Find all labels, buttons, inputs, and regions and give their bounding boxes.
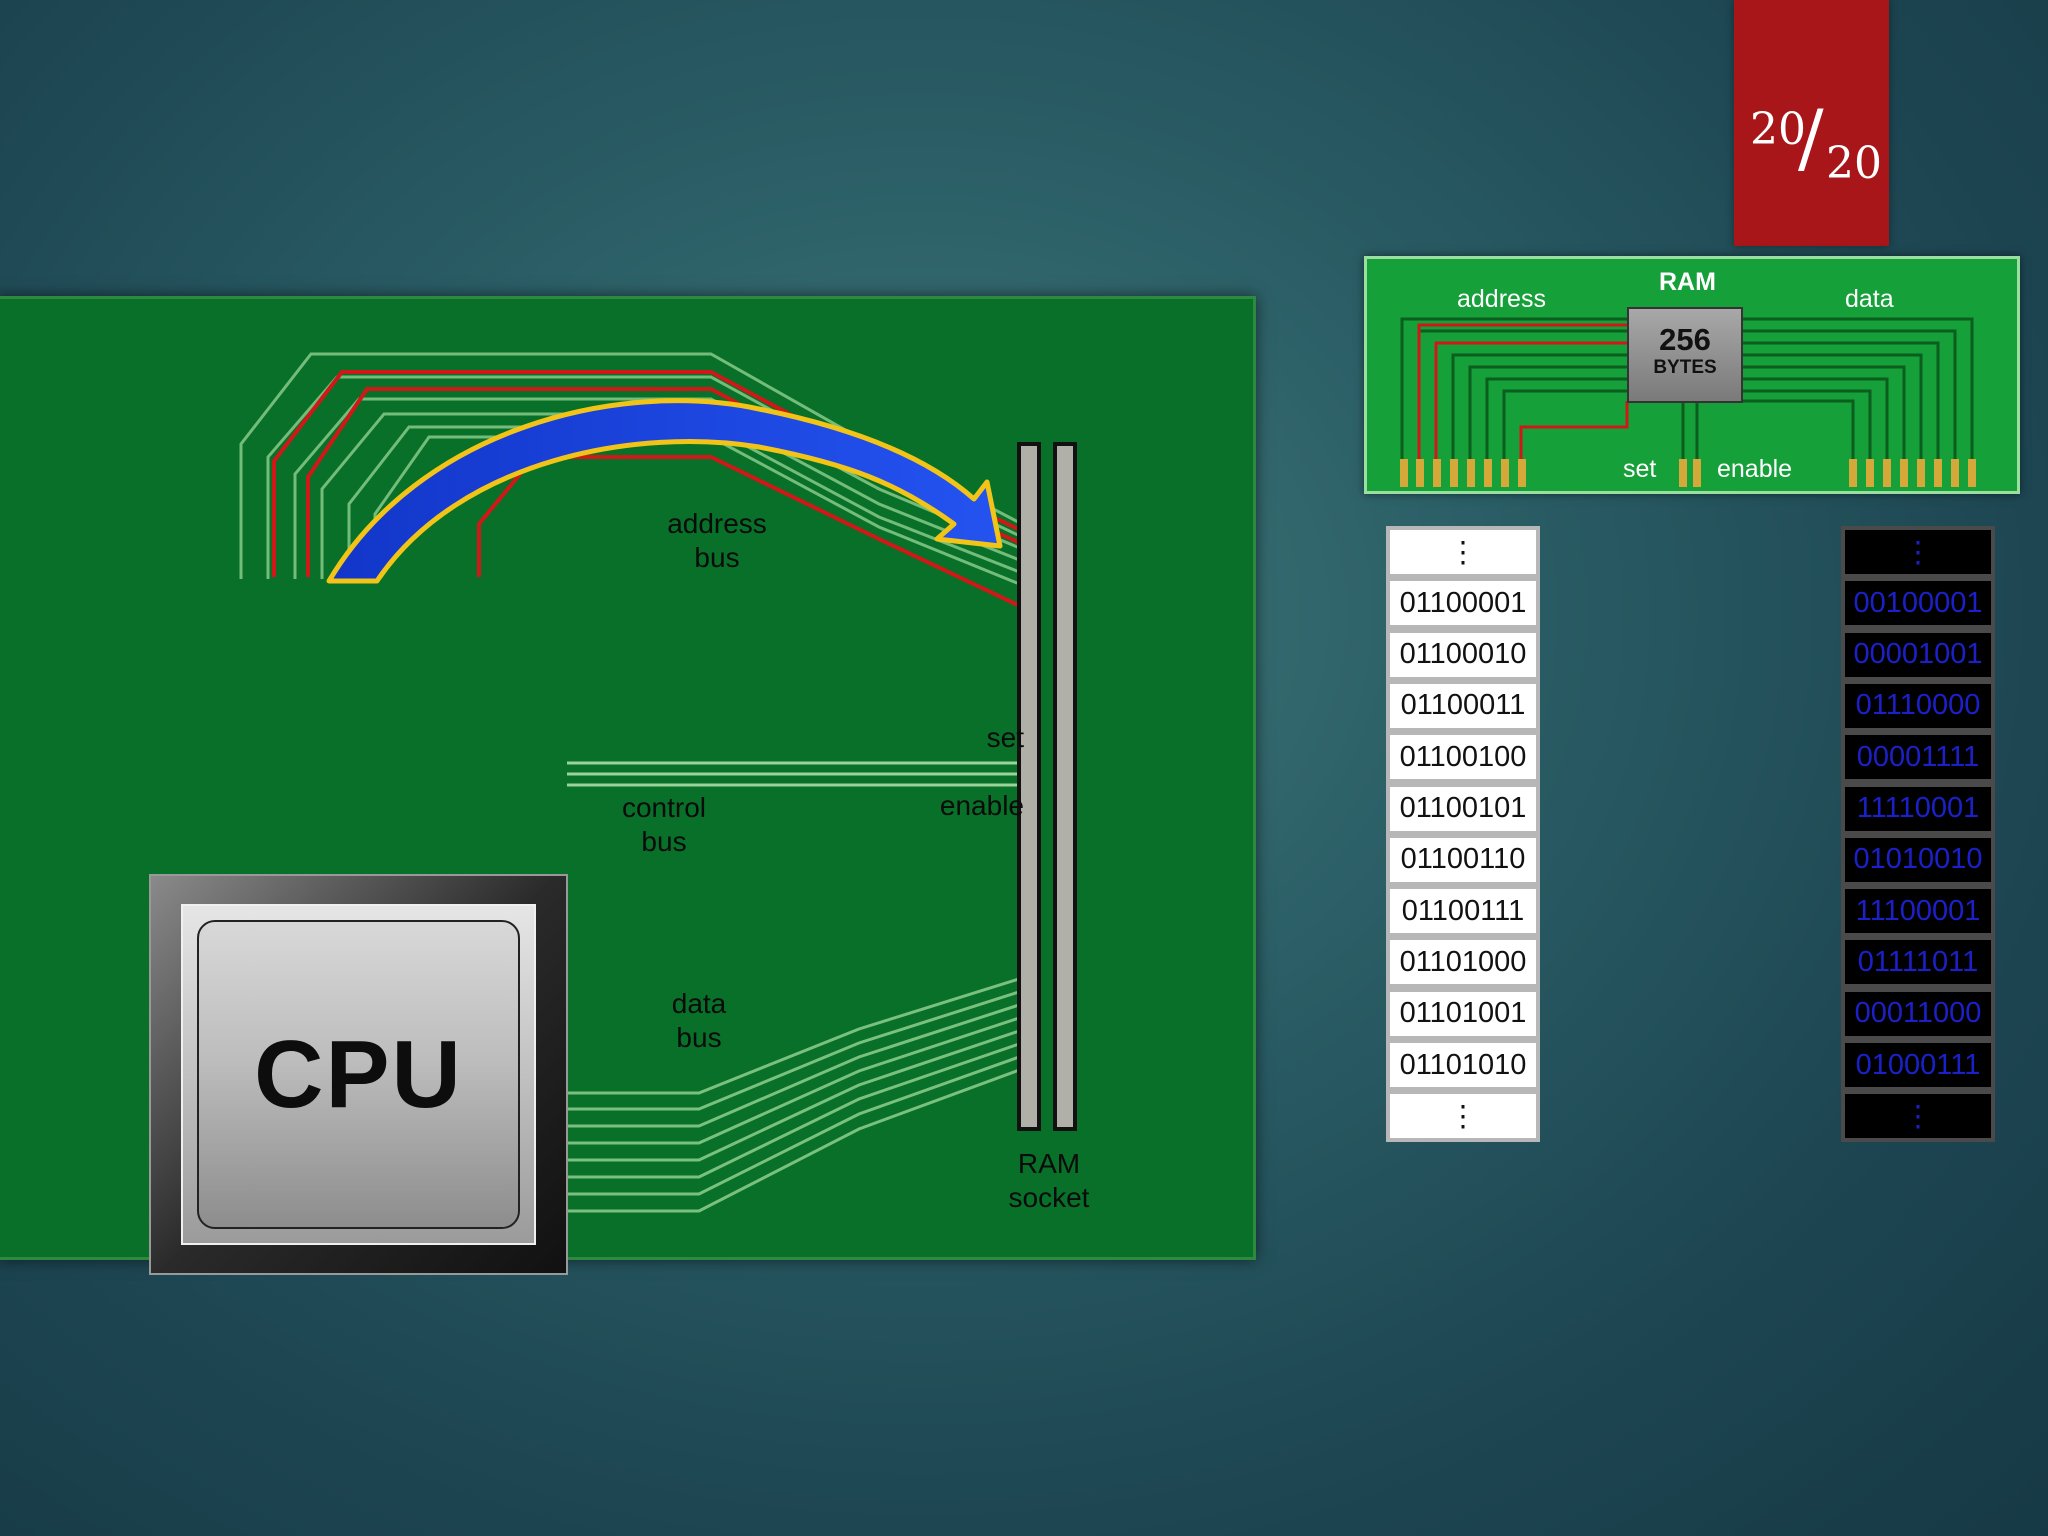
set-line-label: set xyxy=(986,722,1024,753)
ram-module-title: RAM xyxy=(1659,268,1716,296)
memory-address-cell: 01100011 xyxy=(1386,679,1540,732)
data-bus-label: data bus xyxy=(654,987,744,1055)
memory-address-cell: ⋮ xyxy=(1386,526,1540,578)
memory-value-cell: 00001001 xyxy=(1841,628,1995,681)
data-flow-arrow xyxy=(326,398,1003,584)
memory-value-cell: ⋮ xyxy=(1841,526,1995,578)
memory-address-cell: 01100100 xyxy=(1386,731,1540,784)
memory-value-cell: 00001111 xyxy=(1841,731,1995,784)
ram-module-data-label: data xyxy=(1845,285,1894,313)
ram-module: address RAM data set enable 256 BYTES xyxy=(1364,256,2020,494)
memory-value-cell: 11100001 xyxy=(1841,885,1995,938)
control-bus-traces xyxy=(567,761,1022,787)
data-bus-label-line1: data xyxy=(671,988,727,1019)
memory-address-cell: 01101001 xyxy=(1386,987,1540,1040)
memory-address-cell: 01100101 xyxy=(1386,782,1540,835)
memory-value-cell: ⋮ xyxy=(1841,1090,1995,1143)
control-bus-label: control bus xyxy=(609,791,719,859)
memory-value-cell: 01111011 xyxy=(1841,936,1995,989)
cpu-chip: CPU xyxy=(149,874,568,1275)
memory-value-cell: 01000111 xyxy=(1841,1039,1995,1091)
ram-chip-size: 256 xyxy=(1659,322,1711,357)
ram-module-address-label: address xyxy=(1457,285,1546,313)
memory-address-cell: 01101000 xyxy=(1386,936,1540,989)
slide-counter-total: 20 xyxy=(1826,138,1882,189)
memory-value-cell: 11110001 xyxy=(1841,782,1995,835)
ram-socket-label: RAM socket xyxy=(999,1147,1099,1215)
slide-counter-slash: / xyxy=(1798,93,1824,182)
ram-socket-label-line2: socket xyxy=(1008,1182,1090,1213)
memory-address-cell: 01100001 xyxy=(1386,577,1540,630)
address-bus-label-line2: bus xyxy=(694,542,740,573)
slide-counter-current: 20 xyxy=(1750,104,1806,155)
ram-module-set-label: set xyxy=(1623,455,1657,483)
memory-value-cell: 00100001 xyxy=(1841,577,1995,630)
memory-value-cell: 01110000 xyxy=(1841,679,1995,732)
ram-chip: 256 BYTES xyxy=(1627,307,1743,403)
memory-value-cell: 00011000 xyxy=(1841,987,1995,1040)
memory-address-cell: ⋮ xyxy=(1386,1090,1540,1143)
address-bus-label-line1: address xyxy=(667,508,767,539)
motherboard: address bus set enable control bus data … xyxy=(0,296,1256,1275)
enable-line-label: enable xyxy=(939,790,1024,821)
ram-module-traces xyxy=(1400,317,1976,487)
memory-address-cell: 01100010 xyxy=(1386,628,1540,681)
memory-address-cell: 01100110 xyxy=(1386,833,1540,886)
memory-address-cell: 01100111 xyxy=(1386,885,1540,938)
memory-address-cell: 01101010 xyxy=(1386,1039,1540,1091)
slide-counter: 20 / 20 xyxy=(1734,0,1889,246)
control-bus-label-line1: control xyxy=(621,792,707,823)
data-bus-label-line2: bus xyxy=(676,1022,722,1053)
address-bus-label: address bus xyxy=(645,507,789,575)
cpu-label: CPU xyxy=(254,1020,463,1128)
ram-socket-label-line1: RAM xyxy=(1017,1148,1081,1179)
ram-module-enable-label: enable xyxy=(1717,455,1793,483)
memory-value-cell: 01010010 xyxy=(1841,833,1995,886)
control-bus-label-line2: bus xyxy=(641,826,687,857)
ram-socket xyxy=(1017,442,1077,1131)
ram-chip-unit: BYTES xyxy=(1653,357,1717,378)
